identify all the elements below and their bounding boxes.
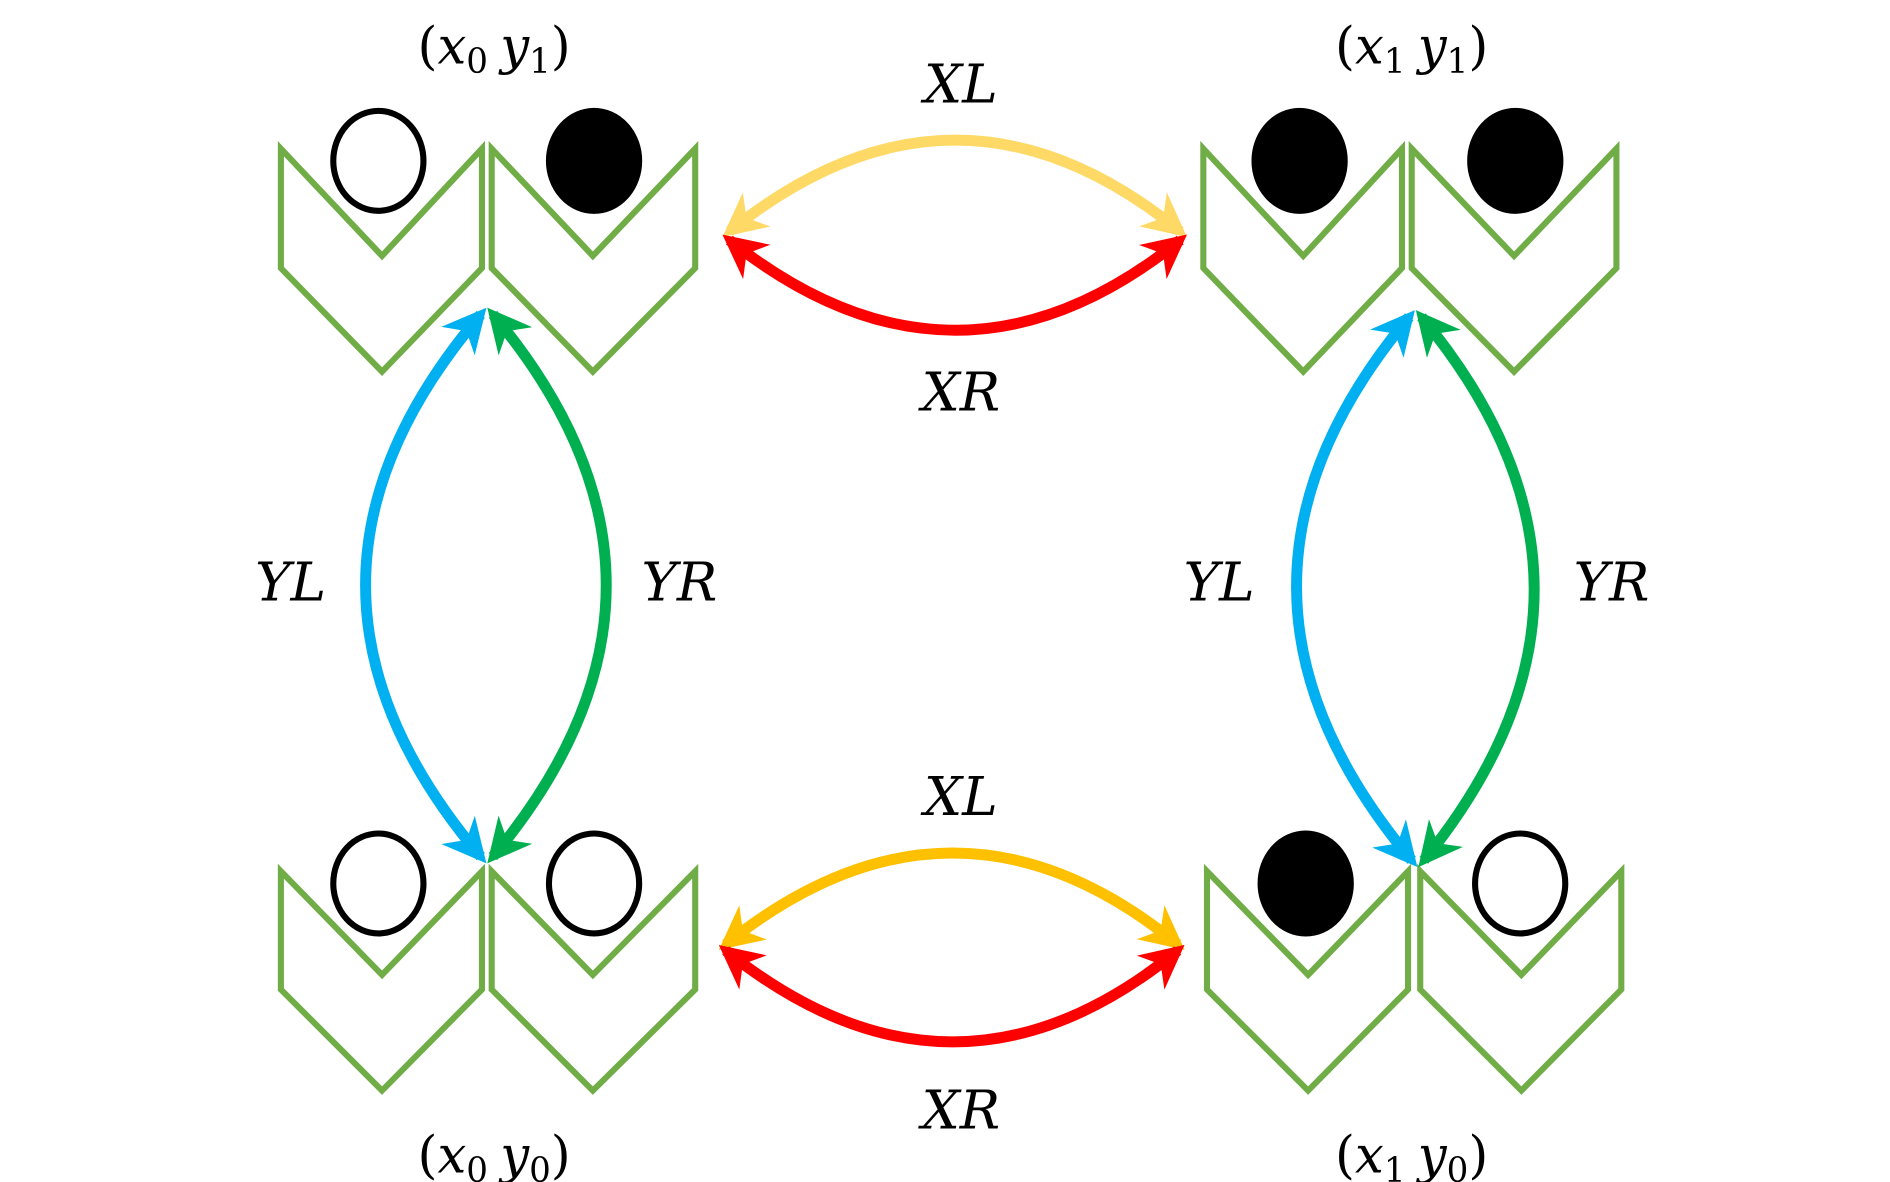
label-top-xr: XR [918,361,1001,424]
open-circle-icon [330,830,427,937]
arrow-bottom-xl [718,847,1185,950]
label-bottom-xr: XR [918,1078,1001,1141]
chevron-right [488,140,699,377]
chevron-right [1408,141,1620,376]
label-right-yr: YR [1574,551,1650,614]
label-right-yl: YL [1184,551,1255,614]
label-left-yl: YL [255,551,326,614]
open-circle-icon [330,107,427,214]
chevron-left [1203,863,1412,1095]
arrow-top-xl [722,134,1187,238]
arrow-bottom-xr [718,944,1185,1048]
chevron-right [1417,863,1625,1095]
arrow-left-yr [487,307,612,864]
label-top-xl: XL [920,52,998,115]
chevron-right [488,863,699,1095]
open-circle-icon [1472,830,1569,937]
filled-circle-icon [545,107,643,214]
arrow-right-yl [1291,310,1418,868]
filled-circle-icon [1257,830,1354,937]
arrow-top-xr [722,234,1188,336]
filled-circle-icon [1251,107,1348,214]
chevron-left [277,863,485,1095]
label-bottom-xl: XL [920,765,998,828]
arrow-right-yr [1415,310,1540,868]
arrow-left-yl [360,307,487,864]
chevron-left [1200,140,1406,377]
open-circle-icon [545,830,643,937]
chevron-left [277,140,485,377]
label-left-yr: YR [641,551,717,614]
filled-circle-icon [1467,107,1564,214]
